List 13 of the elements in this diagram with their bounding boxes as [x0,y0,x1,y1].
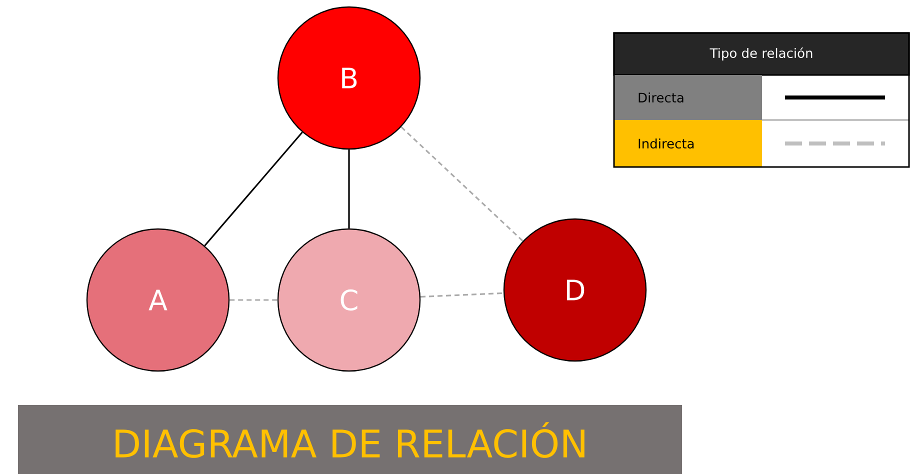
circle-node: D [503,218,647,362]
circle-node: C [277,228,421,372]
legend-header: Tipo de relación [613,32,910,76]
dashed-line [420,292,504,298]
connector-line [204,132,303,246]
title-banner: DIAGRAMA DE RELACIÓN [18,405,682,474]
legend-label: Directa [614,75,762,120]
dashed-line [400,126,524,242]
circle-node: B [277,6,421,150]
dashed-line [230,299,278,301]
connector-line [348,150,350,228]
legend-label: Indirecta [614,120,762,167]
circle-node: A [86,228,230,372]
